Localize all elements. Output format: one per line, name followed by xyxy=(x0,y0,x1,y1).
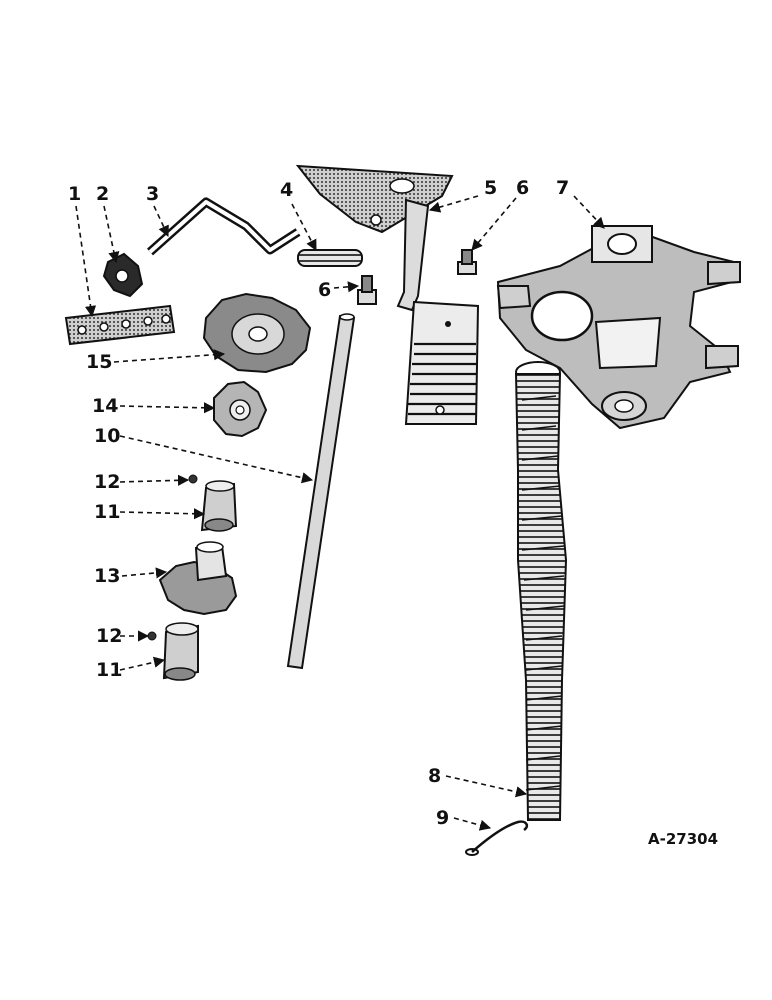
set-screw-upper xyxy=(188,474,198,484)
callout-11-upper: 11 xyxy=(94,501,120,523)
bevel-gear xyxy=(158,541,238,616)
drive-chain xyxy=(64,304,176,346)
callout-2: 2 xyxy=(96,183,109,205)
seed-tube xyxy=(514,361,568,821)
collar-upper xyxy=(200,480,238,532)
leader-lines xyxy=(75,195,605,831)
callout-14: 14 xyxy=(92,395,118,417)
large-sprocket xyxy=(202,292,312,374)
set-screw-lower xyxy=(147,631,157,641)
figure-id: A-27304 xyxy=(648,830,718,848)
callout-5: 5 xyxy=(484,177,497,199)
callout-13: 13 xyxy=(94,565,120,587)
callout-15: 15 xyxy=(86,351,112,373)
callout-10: 10 xyxy=(94,425,120,447)
coil-spring xyxy=(297,249,363,267)
callout-12-lower: 12 xyxy=(96,625,122,647)
wing-nut xyxy=(102,252,144,298)
small-sprocket xyxy=(213,380,268,438)
collar-lower xyxy=(162,622,199,681)
wire-clip xyxy=(465,820,529,856)
callout-8: 8 xyxy=(428,765,441,787)
cap-screw-lower xyxy=(357,275,377,305)
callout-4: 4 xyxy=(280,179,293,201)
cap-screw-upper xyxy=(457,249,477,275)
tube-housing xyxy=(496,225,741,430)
crank-lever xyxy=(147,197,301,256)
pedal-bracket xyxy=(295,164,480,425)
callout-3: 3 xyxy=(146,183,159,205)
callout-labels: 1 2 3 4 5 6 6 7 8 9 10 11 11 12 12 13 14… xyxy=(68,177,718,848)
drive-shaft-rod xyxy=(286,313,356,670)
callout-6-upper: 6 xyxy=(516,177,529,199)
callout-9: 9 xyxy=(436,807,449,829)
callout-1: 1 xyxy=(68,183,81,205)
callout-12-upper: 12 xyxy=(94,471,120,493)
callout-6-lower: 6 xyxy=(318,279,331,301)
callout-11-lower: 11 xyxy=(96,659,122,681)
callout-7: 7 xyxy=(556,177,569,199)
